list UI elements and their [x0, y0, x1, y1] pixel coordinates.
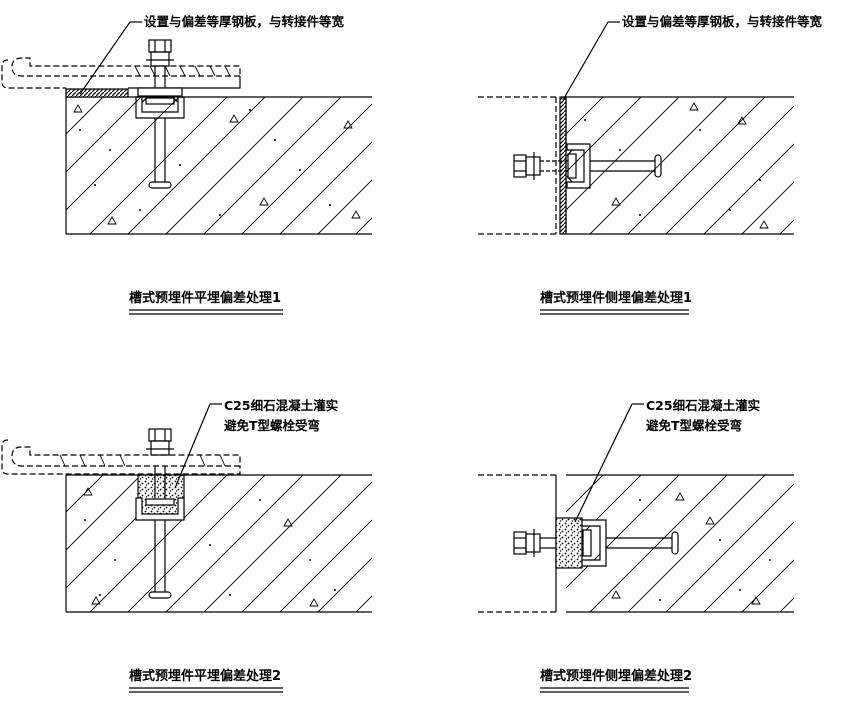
note-text-line-1: C25细石混凝土灌实	[646, 398, 760, 413]
panel-side-1: 设置与偏差等厚钢板，与转接件等宽 槽式预埋件侧埋偏差处理1	[478, 14, 823, 315]
adapter-bracket	[1, 439, 241, 475]
adapter-bracket	[1, 57, 241, 89]
concrete-slab	[65, 96, 372, 235]
panel-caption: 槽式预埋件侧埋偏差处理2	[540, 668, 692, 684]
t-bolt	[146, 39, 174, 88]
channel-anchor	[135, 87, 185, 189]
t-bolt	[513, 152, 568, 180]
panel-caption: 槽式预埋件平埋偏差处理1	[129, 290, 281, 306]
panel-side-2: C25细石混凝土灌实 避免T型螺栓受弯 槽式预埋件侧埋偏差处理2	[478, 398, 794, 693]
grout-fill	[555, 517, 583, 569]
note-leader	[574, 403, 644, 523]
steel-shim	[65, 88, 129, 98]
steel-shim	[559, 96, 567, 235]
panel-flat-2: C25细石混凝土灌实 避免T型螺栓受弯 槽式预埋件平埋偏差处理2	[1, 398, 372, 693]
note-text-line-2: 避免T型螺栓受弯	[224, 418, 320, 433]
note-leader	[79, 21, 142, 95]
concrete-slab	[65, 474, 372, 613]
note-text-line-1: 设置与偏差等厚钢板，与转接件等宽	[622, 14, 823, 29]
panel-caption: 槽式预埋件侧埋偏差处理1	[540, 290, 692, 306]
panel-caption: 槽式预埋件平埋偏差处理2	[129, 668, 281, 684]
note-text-line-1: 设置与偏差等厚钢板，与转接件等宽	[144, 14, 345, 29]
t-bolt	[513, 529, 556, 557]
channel-anchor	[566, 143, 662, 189]
concrete-wall	[565, 96, 794, 235]
note-text-line-2: 避免T型螺栓受弯	[646, 418, 742, 433]
note-leader	[562, 21, 620, 101]
grout-fill	[137, 474, 185, 520]
channel-anchor	[135, 497, 185, 599]
note-leader	[174, 403, 222, 489]
panel-flat-1: 设置与偏差等厚钢板，与转接件等宽 槽式预埋件平埋偏差处理1	[1, 14, 372, 315]
channel-anchor	[581, 519, 679, 567]
note-text-line-1: C25细石混凝土灌实	[224, 398, 338, 413]
t-bolt	[146, 428, 174, 500]
